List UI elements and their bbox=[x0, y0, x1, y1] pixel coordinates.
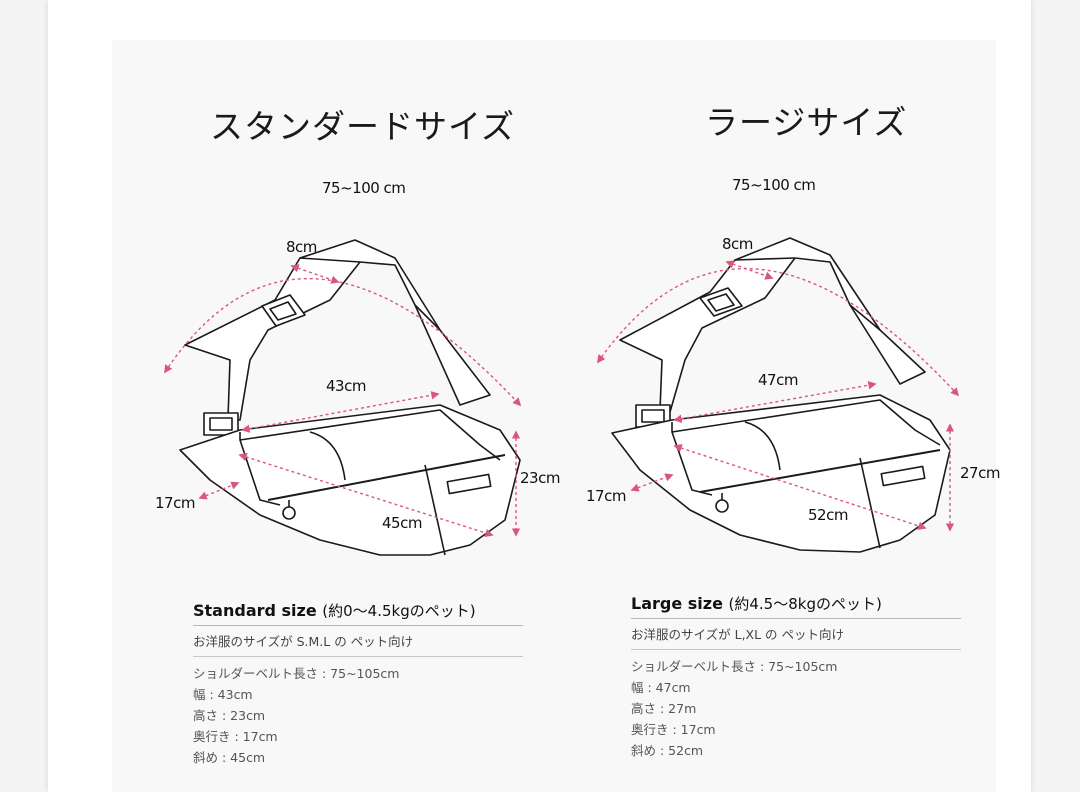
large-spec-list: ショルダーベルト長さ : 75~105cm 幅 : 47cm 高さ : 27m … bbox=[631, 650, 961, 761]
standard-size-subtitle: お洋服のサイズが S.M.L の ペット向け bbox=[193, 626, 523, 657]
large-strap-width-label: 8cm bbox=[722, 235, 753, 253]
large-size-weight-note: (約4.5〜8kgのペット) bbox=[728, 595, 882, 613]
spec-item: 高さ : 27m bbox=[631, 701, 697, 716]
standard-width-label: 43cm bbox=[326, 377, 366, 395]
standard-bag-illustration bbox=[179, 239, 521, 556]
spec-item: 高さ : 23cm bbox=[193, 708, 266, 723]
standard-dimension-lines bbox=[164, 264, 522, 537]
standard-strap-width-label: 8cm bbox=[286, 238, 317, 256]
large-dimension-lines bbox=[597, 260, 960, 532]
standard-spec-list: ショルダーベルト長さ : 75~105cm 幅 : 43cm 高さ : 23cm… bbox=[193, 657, 523, 768]
standard-diagonal-label: 45cm bbox=[382, 514, 422, 532]
standard-size-title: スタンダードサイズ bbox=[210, 107, 516, 146]
spec-item: ショルダーベルト長さ : 75~105cm bbox=[193, 666, 400, 681]
large-height-label: 27cm bbox=[960, 464, 1000, 482]
large-strap-length-label: 75~100 cm bbox=[732, 176, 816, 194]
spec-item: 奥行き : 17cm bbox=[193, 729, 278, 744]
large-depth-label: 17cm bbox=[586, 487, 626, 505]
standard-depth-label: 17cm bbox=[155, 494, 195, 512]
standard-size-info: Standard size (約0〜4.5kgのペット) お洋服のサイズが S.… bbox=[193, 600, 523, 768]
spec-item: 斜め : 52cm bbox=[631, 743, 704, 758]
standard-height-label: 23cm bbox=[520, 469, 560, 487]
large-diagonal-label: 52cm bbox=[808, 506, 848, 524]
spec-item: ショルダーベルト長さ : 75~105cm bbox=[631, 659, 838, 674]
large-size-title: ラージサイズ bbox=[705, 103, 908, 142]
large-bag-illustration bbox=[611, 237, 951, 553]
standard-size-weight-note: (約0〜4.5kgのペット) bbox=[322, 602, 476, 620]
standard-size-heading-text: Standard size bbox=[193, 601, 317, 620]
spec-item: 斜め : 45cm bbox=[193, 750, 266, 765]
standard-size-heading: Standard size (約0〜4.5kgのペット) bbox=[193, 600, 523, 626]
large-size-info: Large size (約4.5〜8kgのペット) お洋服のサイズが L,XL … bbox=[631, 593, 961, 761]
spec-item: 幅 : 43cm bbox=[193, 687, 253, 702]
large-size-heading: Large size (約4.5〜8kgのペット) bbox=[631, 593, 961, 619]
large-size-subtitle: お洋服のサイズが L,XL の ペット向け bbox=[631, 619, 961, 650]
spec-item: 幅 : 47cm bbox=[631, 680, 691, 695]
large-width-label: 47cm bbox=[758, 371, 798, 389]
spec-item: 奥行き : 17cm bbox=[631, 722, 716, 737]
standard-strap-length-label: 75~100 cm bbox=[322, 179, 406, 197]
large-size-heading-text: Large size bbox=[631, 594, 723, 613]
